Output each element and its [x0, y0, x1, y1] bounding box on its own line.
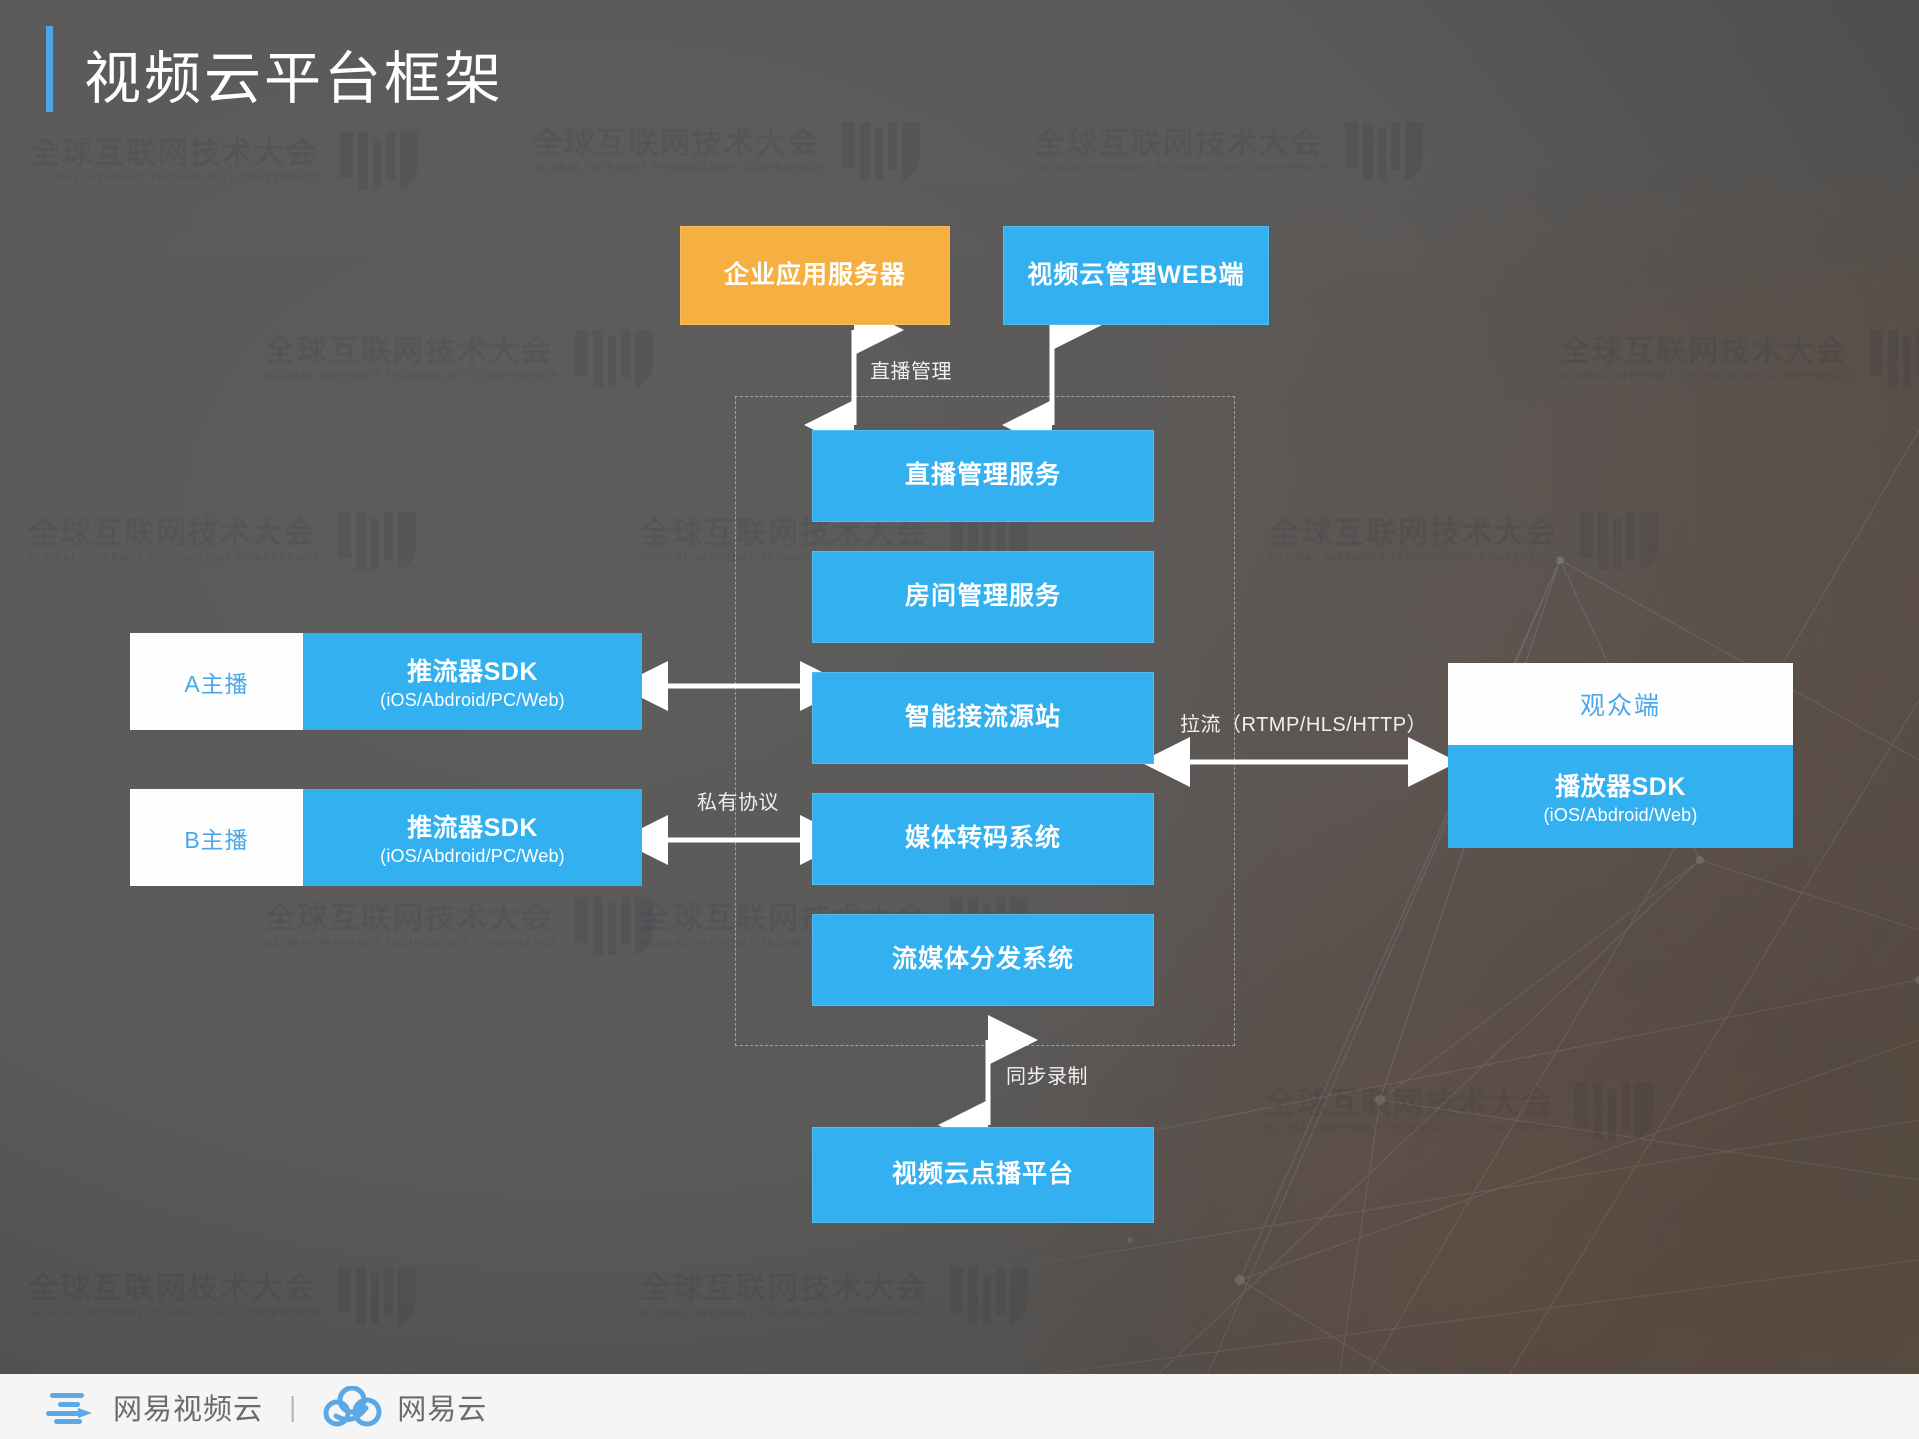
- node-label: 房间管理服务: [904, 582, 1061, 611]
- footer-bar: 网易视频云 | 网易云: [0, 1374, 1919, 1439]
- sdk-name: 播放器SDK: [1555, 773, 1686, 801]
- node-video-cloud-web-console[interactable]: 视频云管理WEB端: [1003, 226, 1269, 325]
- page-title: 视频云平台框架: [84, 47, 504, 111]
- node-label: 企业应用服务器: [723, 260, 906, 289]
- node-streaming-delivery-system[interactable]: 流媒体分发系统: [812, 914, 1154, 1006]
- netease-video-cloud-icon: [46, 1392, 92, 1424]
- sdk-platforms: (iOS/Abdroid/PC/Web): [380, 690, 565, 710]
- node-broadcaster-a[interactable]: A主播 推流器SDK (iOS/Abdroid/PC/Web): [130, 633, 642, 730]
- node-label: 视频云点播平台: [891, 1160, 1074, 1189]
- node-viewer-client[interactable]: 观众端 播放器SDK (iOS/Abdroid/Web): [1448, 663, 1793, 848]
- viewer-label: 观众端: [1448, 663, 1793, 745]
- node-media-transcode-system[interactable]: 媒体转码系统: [812, 793, 1154, 885]
- sdk-name: 推流器SDK: [407, 658, 538, 686]
- node-live-management-service[interactable]: 直播管理服务: [812, 430, 1154, 522]
- broadcaster-b-label: B主播: [130, 789, 303, 886]
- node-label: 视频云管理WEB端: [1027, 260, 1245, 289]
- node-label: 媒体转码系统: [904, 824, 1061, 853]
- sdk-platforms: (iOS/Abdroid/PC/Web): [380, 846, 565, 866]
- connector-label-sync-record: 同步录制: [1006, 1066, 1088, 1088]
- connector-label-live-management: 直播管理: [870, 361, 952, 383]
- connector-label-private-protocol: 私有协议: [697, 792, 779, 814]
- broadcaster-a-label: A主播: [130, 633, 303, 730]
- footer-separator: |: [289, 1390, 297, 1422]
- sdk-name: 推流器SDK: [407, 814, 538, 842]
- node-video-cloud-vod-platform[interactable]: 视频云点播平台: [812, 1127, 1154, 1223]
- title-accent-bar: [46, 26, 53, 112]
- brand-primary-label: 网易视频云: [113, 1393, 264, 1426]
- broadcaster-a-sdk: 推流器SDK (iOS/Abdroid/PC/Web): [303, 633, 642, 730]
- node-enterprise-app-server[interactable]: 企业应用服务器: [680, 226, 950, 325]
- broadcaster-b-sdk: 推流器SDK (iOS/Abdroid/PC/Web): [303, 789, 642, 886]
- viewer-sdk: 播放器SDK (iOS/Abdroid/Web): [1448, 745, 1793, 848]
- brand-netease-video-cloud: 网易视频云: [44, 1386, 263, 1428]
- background-top-band: [0, 0, 1919, 300]
- node-label: 流媒体分发系统: [891, 945, 1074, 974]
- sdk-platforms: (iOS/Abdroid/Web): [1543, 805, 1698, 825]
- node-smart-ingest-origin[interactable]: 智能接流源站: [812, 672, 1154, 764]
- node-broadcaster-b[interactable]: B主播 推流器SDK (iOS/Abdroid/PC/Web): [130, 789, 642, 886]
- netease-cloud-icon: [323, 1385, 382, 1426]
- node-label: 智能接流源站: [904, 703, 1061, 732]
- brand-secondary-label: 网易云: [397, 1393, 488, 1426]
- node-room-management-service[interactable]: 房间管理服务: [812, 551, 1154, 643]
- connector-label-pull-stream: 拉流（RTMP/HLS/HTTP）: [1180, 714, 1428, 736]
- node-label: 直播管理服务: [904, 461, 1061, 490]
- brand-netease-cloud: 网易云: [322, 1385, 488, 1428]
